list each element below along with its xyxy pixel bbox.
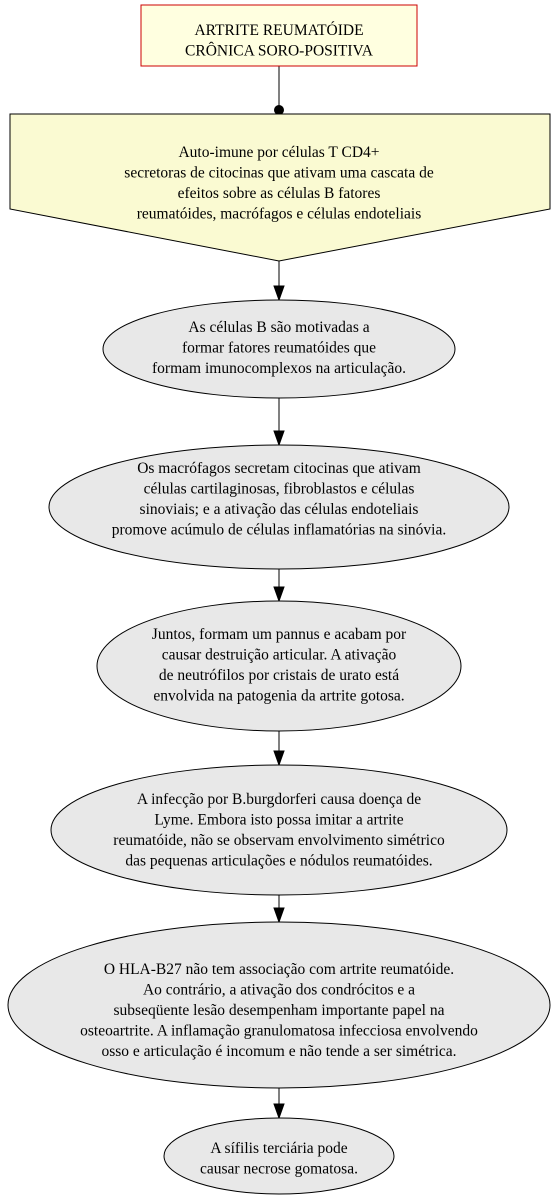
node-text-line: osso e articulação é incomum e não tende…: [101, 1043, 456, 1060]
node-text-line: CRÔNICA SORO-POSITIVA: [185, 43, 374, 60]
node-pentagon-shape: [9, 113, 551, 262]
edge-pannus-to-lyme: [273, 731, 285, 767]
node-text-line: das pequenas articulações e nódulos reum…: [125, 853, 432, 870]
node-text-line: Os macrófagos secretam citocinas que ati…: [137, 460, 421, 477]
edge-arrowhead: [273, 430, 285, 447]
node-text-line: sinoviais; e a ativação das células endo…: [140, 501, 419, 518]
node-autoimmune: Auto-imune por células T CD4+ secretoras …: [9, 113, 551, 262]
node-text-line: Juntos, formam um pannus e acabam por: [152, 626, 407, 643]
edge-lyme-to-hla: [273, 895, 285, 924]
edge-b-cells-to-macrophages: [273, 398, 285, 447]
node-title: ARTRITE REUMATÓIDE CRÔNICA SORO-POSITIVA: [140, 4, 418, 67]
node-syphilis: A sífilis terciária pode causar necrose g…: [163, 1117, 395, 1195]
node-text-line: As células B são motivadas a: [188, 319, 369, 336]
node-text-line: reumatóide, não se observam envolvimento…: [113, 832, 445, 849]
node-ellipse-shape: [7, 921, 551, 1089]
node-text-line: causar necrose gomatosa.: [200, 1161, 358, 1178]
node-ellipse-shape: [96, 600, 462, 732]
node-text-line: efeitos sobre as células B fatores: [178, 185, 381, 202]
node-text-line: O HLA-B27 não tem associação com artrite…: [104, 961, 454, 978]
node-text-line: formar fatores reumatóides que: [182, 340, 376, 357]
node-pannus: Juntos, formam um pannus e acabam por cau…: [96, 600, 462, 732]
node-text-line: osteoartrite. A inflamação granulomatosa…: [80, 1023, 478, 1040]
node-text-line: Ao contrário, a ativação dos condrócitos…: [143, 982, 415, 999]
edge-arrowhead: [273, 586, 285, 603]
edge-arrowhead: [273, 907, 285, 924]
node-text-line: A sífilis terciária pode: [210, 1140, 347, 1157]
node-ellipse-shape: [48, 444, 510, 570]
node-text-line: secretoras de citocinas que ativam uma c…: [124, 165, 434, 182]
edge-title-to-autoimmune: [274, 66, 284, 115]
edge-arrowhead: [273, 1103, 285, 1120]
node-hla: O HLA-B27 não tem associação com artrite…: [7, 921, 551, 1089]
node-lyme: A infecção por B.burgdorferi causa doenç…: [50, 764, 508, 896]
node-ellipse-shape: [50, 764, 508, 896]
node-text-line: ARTRITE REUMATÓIDE: [194, 22, 363, 39]
edge-arrowhead: [273, 750, 285, 767]
node-text-line: células cartilaginosas, fibroblastos e c…: [144, 481, 415, 498]
edge-dot-marker: [274, 105, 284, 115]
edge-hla-to-syphilis: [273, 1088, 285, 1120]
node-ellipse-shape: [102, 299, 456, 399]
node-text-line: subseqüente lesão desempenham importante…: [114, 1002, 445, 1019]
node-macrophages: Os macrófagos secretam citocinas que ati…: [48, 444, 510, 570]
node-ellipse-shape: [163, 1117, 395, 1195]
node-b-cells: As células B são motivadas a formar fator…: [102, 299, 456, 399]
edge-macrophages-to-pannus: [273, 569, 285, 603]
node-text-line: reumatóides, macrófagos e células endote…: [137, 206, 422, 223]
node-text-line: causar destruição articular. A ativação: [162, 647, 397, 664]
edge-arrowhead: [273, 285, 285, 302]
node-text-line: formam imunocomplexos na articulação.: [152, 360, 406, 377]
edge-autoimmune-to-b-cells: [273, 261, 285, 302]
node-text-line: Lyme. Embora isto possa imitar a artrite: [154, 812, 403, 829]
node-text-line: A infecção por B.burgdorferi causa doenç…: [137, 791, 421, 808]
node-box-shape: [140, 4, 418, 67]
node-text-line: envolvida na patogenia da artrite gotosa…: [153, 688, 404, 705]
node-text-line: de neutrófilos por cristais de urato est…: [159, 667, 399, 684]
node-text-line: Auto-imune por células T CD4+: [178, 144, 379, 161]
node-text-line: promove acúmulo de células inflamatórias…: [112, 522, 446, 539]
